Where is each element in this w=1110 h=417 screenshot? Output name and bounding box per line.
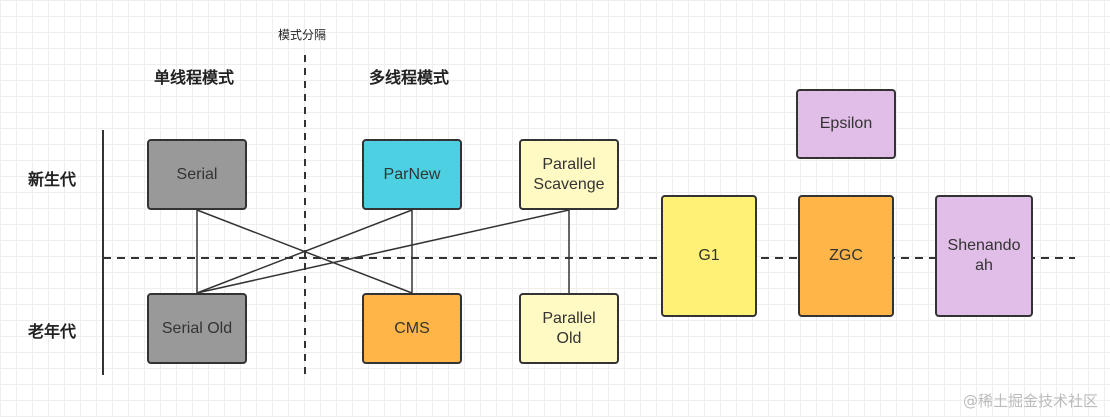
cms-label: CMS (394, 319, 430, 337)
young-gen-label: 新生代 (28, 170, 77, 189)
parnew-collector-box: ParNew (362, 139, 462, 210)
parallel-old-label-line1: Parallel (542, 309, 596, 327)
parallel-old-collector-box: Parallel Old (519, 293, 619, 364)
multi-thread-heading: 多线程模式 (369, 68, 450, 87)
shenandoah-label-line1: Shenando (947, 237, 1021, 254)
serial-collector-box: Serial (147, 139, 247, 210)
epsilon-collector-box: Epsilon (796, 89, 896, 159)
parallel-old-label-line2: Old (556, 329, 582, 347)
g1-collector-box: G1 (661, 195, 757, 317)
link-parallelscavenge-serialold (196, 209, 570, 294)
serial-old-label: Serial Old (161, 319, 233, 337)
watermark: @稀土掘金技术社区 (962, 392, 1098, 410)
parnew-label: ParNew (383, 165, 441, 183)
link-parnew-serialold (196, 209, 413, 294)
old-gen-label: 老年代 (28, 322, 77, 341)
epsilon-label: Epsilon (819, 115, 873, 132)
parallel-scavenge-label-line2: Scavenge (533, 175, 605, 193)
serial-old-collector-box: Serial Old (147, 293, 247, 364)
g1-label: G1 (698, 247, 720, 264)
cms-collector-box: CMS (362, 293, 462, 364)
mode-divider-label: 模式分隔 (278, 28, 327, 42)
shenandoah-collector-box: Shenando ah (935, 195, 1033, 317)
serial-label: Serial (176, 165, 218, 183)
single-thread-heading: 单线程模式 (154, 68, 235, 87)
parallel-scavenge-collector-box: Parallel Scavenge (519, 139, 619, 210)
shenandoah-label-line2: ah (975, 257, 993, 274)
zgc-collector-box: ZGC (798, 195, 894, 317)
zgc-label: ZGC (829, 247, 863, 264)
parallel-scavenge-label-line1: Parallel (542, 155, 596, 173)
